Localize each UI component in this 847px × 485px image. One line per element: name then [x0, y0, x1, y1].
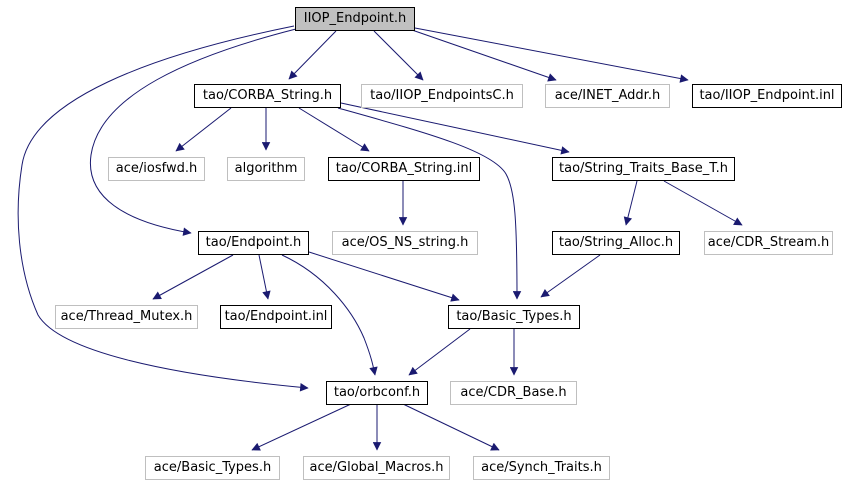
- node-label: ace/INET_Addr.h: [554, 88, 661, 103]
- edge-endpoint-to-thread-mutex: [152, 254, 234, 300]
- node-tao-orbconf-h[interactable]: tao/orbconf.h: [326, 381, 428, 405]
- node-label: ace/OS_NS_string.h: [341, 235, 469, 250]
- node-tao-string-alloc-h[interactable]: tao/String_Alloc.h: [552, 231, 680, 255]
- node-label: ace/CDR_Base.h: [460, 385, 567, 400]
- node-ace-synch-traits-h: ace/Synch_Traits.h: [473, 456, 610, 480]
- edge-endpoint-to-orbconf: [281, 254, 378, 376]
- node-label: tao/String_Alloc.h: [558, 235, 674, 250]
- node-tao-iiop-endpointsc-h: tao/IIOP_EndpointsC.h: [361, 84, 523, 108]
- node-ace-iosfwd-h: ace/iosfwd.h: [108, 157, 205, 181]
- node-tao-corba-string-inl[interactable]: tao/CORBA_String.inl: [328, 157, 480, 181]
- node-label: ace/Basic_Types.h: [153, 460, 272, 475]
- edge-basic-types-to-orbconf: [408, 328, 471, 376]
- edge-string-traits-to-string-alloc: [623, 180, 638, 226]
- node-label: tao/String_Traits_Base_T.h: [559, 161, 728, 176]
- node-label: tao/IIOP_EndpointsC.h: [370, 88, 514, 103]
- node-label: IIOP_Endpoint.h: [303, 11, 407, 26]
- node-label: tao/CORBA_String.h: [202, 88, 333, 103]
- edge-corba-string-to-basic-types: [337, 107, 522, 300]
- node-tao-basic-types-h[interactable]: tao/Basic_Types.h: [448, 305, 580, 329]
- node-label: tao/Endpoint.h: [205, 235, 302, 250]
- edge-corba-string-to-string-traits: [340, 102, 570, 155]
- edge-string-alloc-to-basic-types: [540, 254, 601, 298]
- edge-root-to-corba-string: [288, 30, 337, 80]
- edge-orbconf-to-synch-traits: [402, 403, 500, 451]
- edge-string-traits-to-cdr-stream: [663, 180, 743, 226]
- node-label: ace/Thread_Mutex.h: [60, 309, 193, 324]
- edge-orbconf-to-ace-basic-types: [251, 403, 352, 451]
- edge-root-to-orbconf: [17, 25, 309, 392]
- node-algorithm: algorithm: [227, 157, 305, 181]
- node-ace-inet-addr-h: ace/INET_Addr.h: [545, 84, 670, 108]
- edge-corba-string-to-iosfwd: [175, 107, 232, 152]
- edge-root-to-iiop-endpoint-inl: [414, 27, 689, 83]
- node-label: ace/Synch_Traits.h: [481, 460, 602, 475]
- edge-endpoint-to-basic-types: [308, 251, 460, 302]
- node-label: ace/iosfwd.h: [115, 161, 198, 176]
- node-tao-corba-string-h[interactable]: tao/CORBA_String.h: [194, 84, 341, 108]
- node-ace-cdr-base-h: ace/CDR_Base.h: [450, 381, 577, 405]
- node-label: tao/orbconf.h: [333, 385, 421, 400]
- node-label: algorithm: [234, 161, 298, 176]
- node-ace-os-ns-string-h: ace/OS_NS_string.h: [332, 231, 478, 255]
- node-tao-string-traits-base-t-h[interactable]: tao/String_Traits_Base_T.h: [552, 157, 735, 181]
- node-label: tao/Endpoint.inl: [224, 309, 328, 324]
- node-label: tao/Basic_Types.h: [456, 309, 572, 324]
- node-tao-iiop-endpoint-inl[interactable]: tao/IIOP_Endpoint.inl: [692, 84, 842, 108]
- node-label: tao/IIOP_Endpoint.inl: [699, 88, 835, 103]
- node-ace-thread-mutex-h: ace/Thread_Mutex.h: [55, 305, 198, 329]
- node-ace-cdr-stream-h: ace/CDR_Stream.h: [704, 231, 833, 255]
- node-ace-basic-types-h: ace/Basic_Types.h: [145, 456, 280, 480]
- edge-root-to-inet-addr: [411, 29, 557, 82]
- node-label: ace/Global_Macros.h: [309, 460, 444, 475]
- node-iiop-endpoint-h: IIOP_Endpoint.h: [295, 7, 415, 31]
- node-label: tao/CORBA_String.inl: [335, 161, 473, 176]
- edge-endpoint-to-endpoint-inl: [258, 254, 271, 300]
- node-tao-endpoint-inl[interactable]: tao/Endpoint.inl: [220, 305, 332, 329]
- node-tao-endpoint-h[interactable]: tao/Endpoint.h: [198, 231, 309, 255]
- edge-root-to-iiop-endpointsc: [373, 30, 424, 81]
- node-label: ace/CDR_Stream.h: [707, 235, 830, 250]
- node-ace-global-macros-h: ace/Global_Macros.h: [303, 456, 450, 480]
- edge-corba-string-to-corba-string-inl: [298, 107, 370, 152]
- edge-root-to-endpoint: [89, 28, 297, 236]
